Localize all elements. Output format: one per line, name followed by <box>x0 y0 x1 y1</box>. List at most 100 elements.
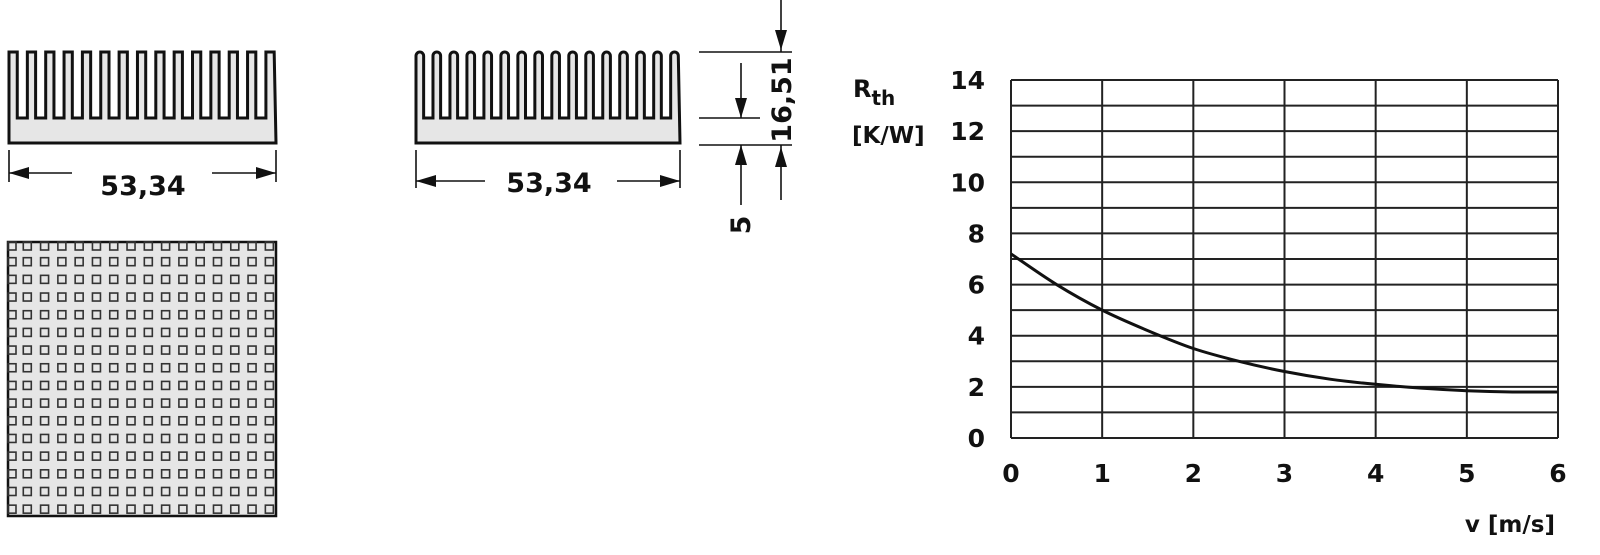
pin <box>39 362 50 373</box>
x-axis-label: v [m/s] <box>1465 512 1555 538</box>
pin <box>264 504 275 514</box>
base-height-dimension: 5 <box>726 216 757 235</box>
pin <box>160 362 171 373</box>
front-profile <box>414 50 682 145</box>
pin <box>39 292 50 302</box>
pin <box>126 292 136 302</box>
pin <box>91 398 102 408</box>
pin <box>264 327 275 338</box>
pin <box>212 380 223 391</box>
pin <box>22 504 33 514</box>
pin <box>178 345 188 355</box>
pin <box>7 415 17 426</box>
pin <box>264 292 275 302</box>
pin <box>195 398 205 408</box>
pin <box>74 380 84 391</box>
pin <box>74 469 84 479</box>
pin <box>195 433 205 444</box>
pin <box>108 433 119 444</box>
pin <box>264 309 275 320</box>
pin <box>178 274 188 285</box>
pin <box>74 486 84 497</box>
pin <box>7 362 17 373</box>
pin <box>126 451 136 461</box>
dimension-arrow <box>735 98 747 118</box>
pin <box>160 486 171 497</box>
pin <box>264 486 275 497</box>
pin <box>39 504 50 514</box>
pin <box>91 292 102 302</box>
pin <box>126 486 136 497</box>
pin <box>74 274 84 285</box>
pin <box>264 256 275 267</box>
pin <box>91 504 102 514</box>
pin <box>39 241 50 251</box>
dimension-arrow <box>256 167 276 179</box>
pin <box>22 362 33 373</box>
pin <box>108 274 119 285</box>
pin <box>39 256 50 267</box>
pin <box>160 504 171 514</box>
dimension-arrow <box>775 147 787 167</box>
pin <box>108 362 119 373</box>
pin <box>126 256 136 267</box>
pin <box>212 292 223 302</box>
pin <box>229 241 240 251</box>
pin <box>143 362 154 373</box>
pin <box>39 486 50 497</box>
pin <box>108 486 119 497</box>
pin <box>74 362 84 373</box>
pin <box>247 433 257 444</box>
pin <box>22 256 33 267</box>
pin <box>178 327 188 338</box>
front-width-dimension: 53,34 <box>506 168 591 199</box>
x-tick-label: 4 <box>1367 459 1384 488</box>
pin <box>57 504 67 514</box>
pin <box>178 469 188 479</box>
pin <box>91 362 102 373</box>
pin <box>247 415 257 426</box>
pin <box>7 380 17 391</box>
pin <box>57 241 67 251</box>
pin <box>7 433 17 444</box>
pin <box>264 451 275 461</box>
x-tick-label: 1 <box>1093 459 1110 488</box>
pin <box>7 309 17 320</box>
pin <box>160 309 171 320</box>
pin <box>212 345 223 355</box>
pin <box>7 469 17 479</box>
pin <box>126 504 136 514</box>
pin <box>264 469 275 479</box>
pin <box>143 486 154 497</box>
pin <box>229 327 240 338</box>
pin <box>39 398 50 408</box>
pin <box>178 362 188 373</box>
pin <box>178 292 188 302</box>
pin <box>91 309 102 320</box>
pin <box>91 256 102 267</box>
pin <box>229 274 240 285</box>
pin <box>143 433 154 444</box>
pin <box>22 345 33 355</box>
pin <box>74 433 84 444</box>
pin <box>39 451 50 461</box>
pin <box>74 309 84 320</box>
pin <box>22 327 33 338</box>
pin <box>126 433 136 444</box>
pin <box>160 345 171 355</box>
pin <box>229 415 240 426</box>
pin <box>195 309 205 320</box>
pin <box>247 241 257 251</box>
pin <box>247 345 257 355</box>
y-tick-label: 4 <box>968 322 985 351</box>
pin <box>108 327 119 338</box>
pin <box>57 451 67 461</box>
pin <box>39 433 50 444</box>
pin <box>22 433 33 444</box>
pin <box>126 398 136 408</box>
pin <box>212 362 223 373</box>
pin <box>91 380 102 391</box>
y-tick-label: 12 <box>950 117 985 146</box>
